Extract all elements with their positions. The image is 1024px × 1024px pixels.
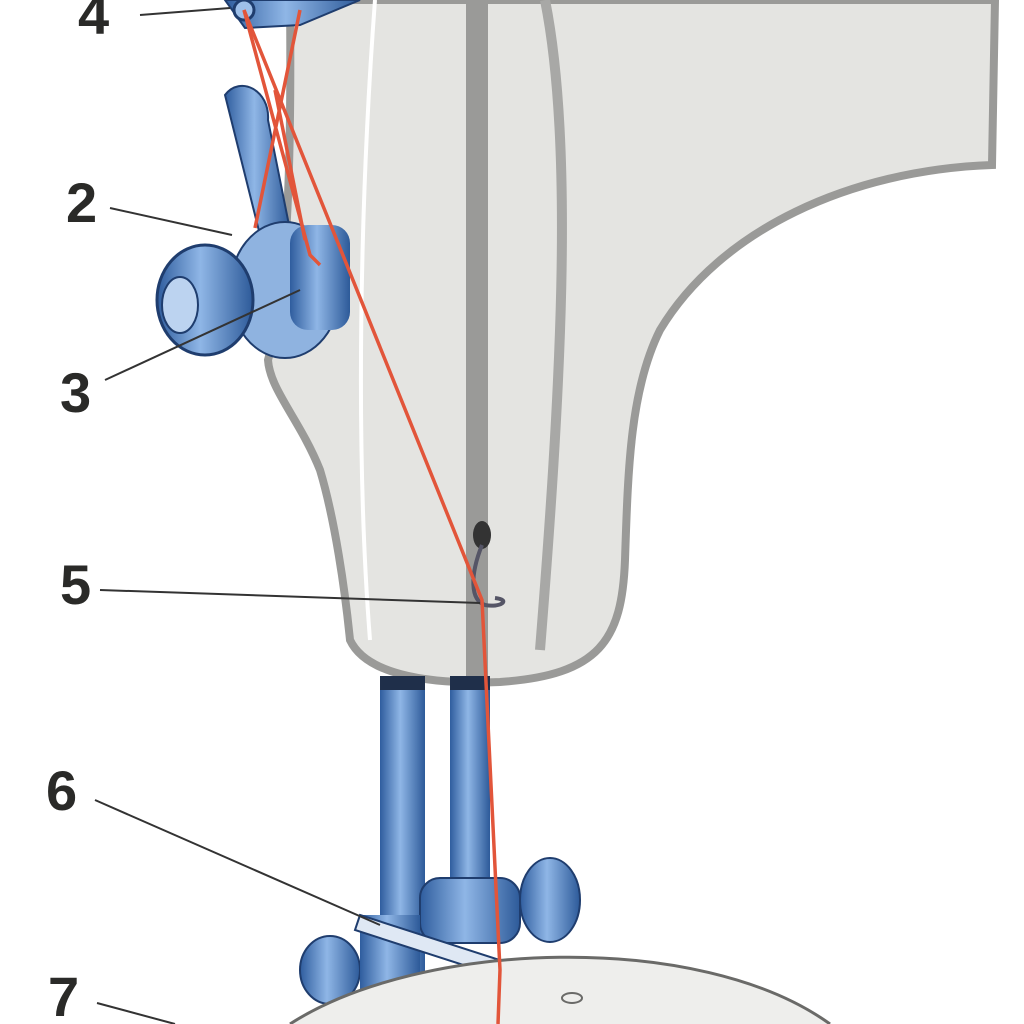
throat-plate xyxy=(289,955,831,1024)
face-plate-seam xyxy=(466,0,488,680)
thread-guide-arm xyxy=(223,84,292,237)
label-5: 5 xyxy=(60,553,91,616)
label-6: 6 xyxy=(46,759,77,822)
label-4: 4 xyxy=(78,0,109,46)
label-2: 2 xyxy=(66,171,97,234)
body-highlight xyxy=(358,0,377,641)
tension-housing xyxy=(290,225,350,330)
needle-clamp-screw[interactable] xyxy=(519,857,581,943)
body-highlight xyxy=(535,0,567,651)
wire-guide-hole xyxy=(473,521,491,549)
wire-guide xyxy=(471,544,506,608)
bar-shadow xyxy=(380,676,425,690)
label-3: 3 xyxy=(60,361,91,424)
needle-clamp xyxy=(419,877,521,944)
needle-bar xyxy=(450,678,490,893)
bar-shadow xyxy=(450,676,490,690)
tension-dial-knob xyxy=(161,276,199,334)
label-7: 7 xyxy=(48,965,79,1024)
thread-path xyxy=(242,9,502,1024)
leader-lines xyxy=(94,7,481,1024)
plate-hole xyxy=(561,992,583,1004)
